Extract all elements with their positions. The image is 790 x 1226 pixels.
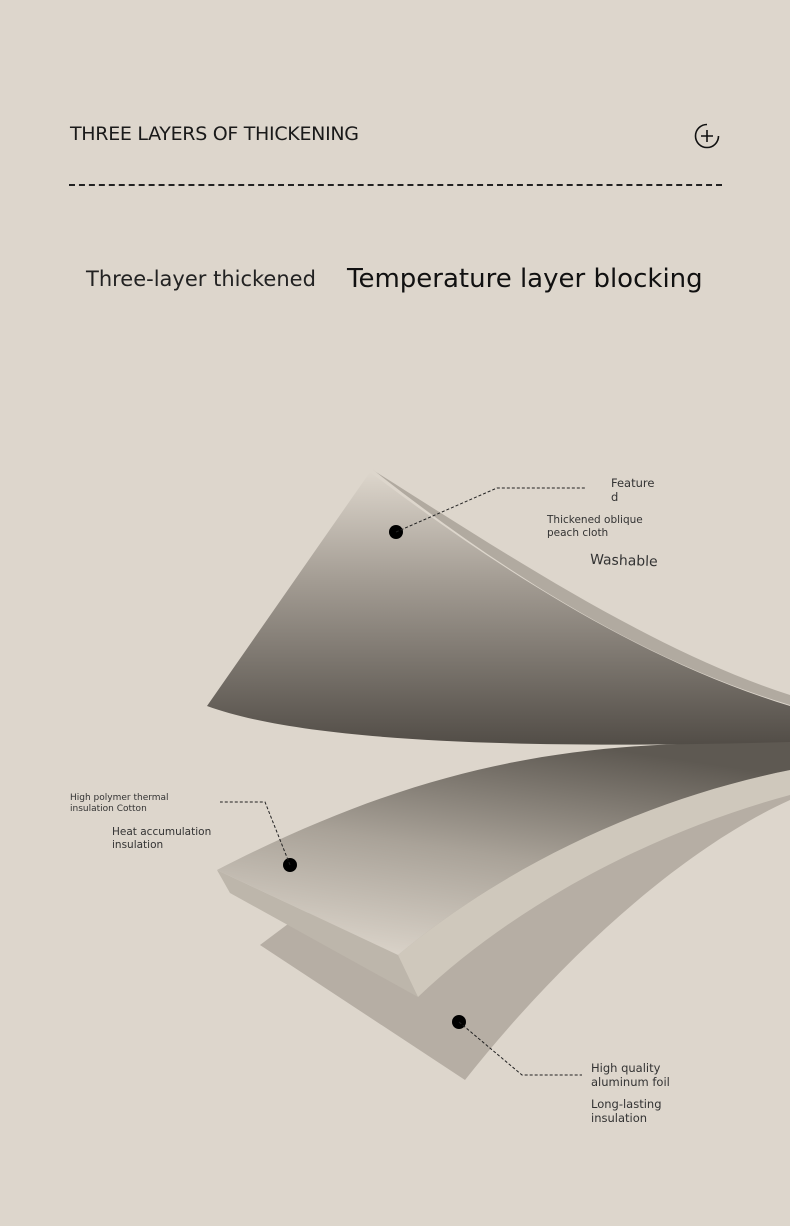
top-feature-label: Feature d xyxy=(611,476,655,504)
middle-property-label: Heat accumulation insulation xyxy=(112,826,212,851)
plus-circle-icon[interactable] xyxy=(694,123,720,149)
bottom-property-label: Long-lasting insulation xyxy=(591,1097,662,1125)
dashed-divider xyxy=(69,184,722,186)
bottom-material-label: High quality aluminum foil xyxy=(591,1061,670,1089)
top-layer xyxy=(207,472,790,745)
top-property-label: Washable xyxy=(589,551,658,571)
middle-material-label: High polymer thermal insulation Cotton xyxy=(70,793,169,814)
middle-layer xyxy=(217,742,790,955)
subtitle-left: Three-layer thickened xyxy=(86,267,316,291)
page-title: THREE LAYERS OF THICKENING xyxy=(70,123,359,145)
middle-layer-edge xyxy=(217,870,418,997)
subtitle-right: Temperature layer blocking xyxy=(347,264,703,294)
top-material-label: Thickened oblique peach cloth xyxy=(547,514,643,539)
